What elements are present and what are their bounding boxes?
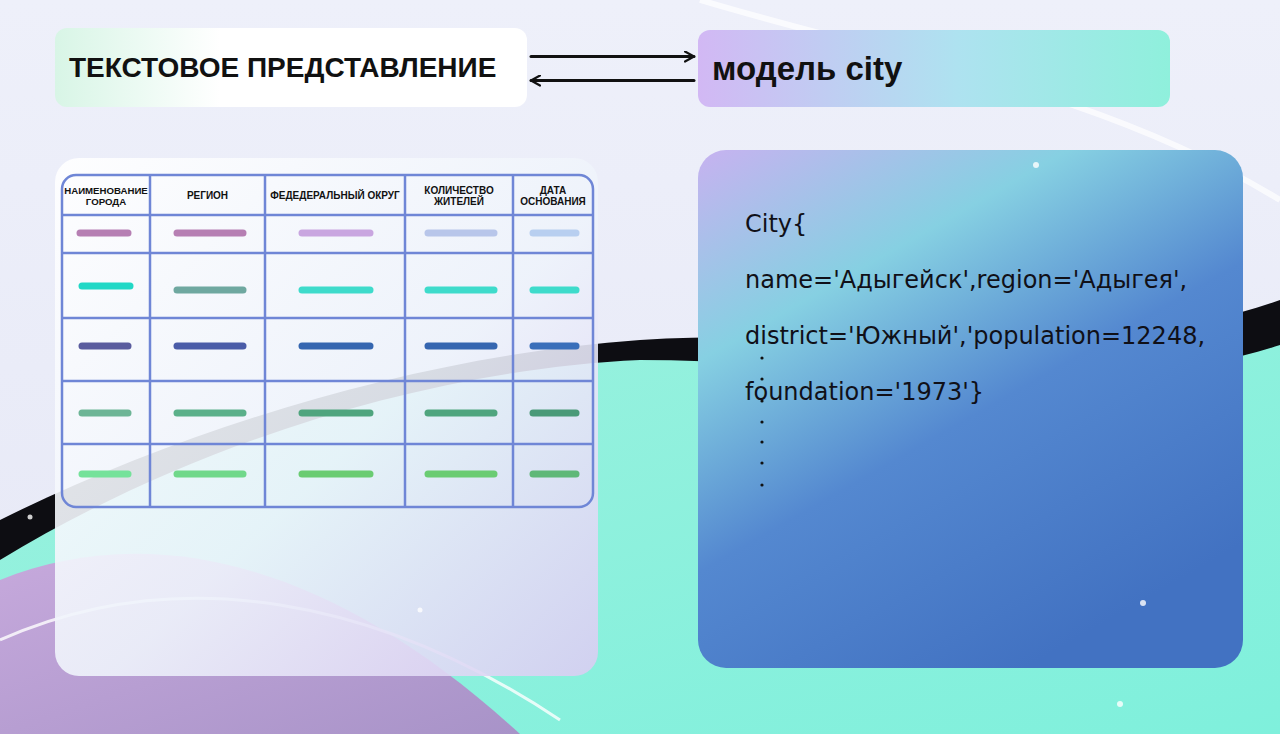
code-text: City{ name='Адыгейск',region='Адыгея', d… — [745, 196, 1225, 420]
table-header-text: ДАТА ОСНОВАНИЯ — [515, 185, 591, 207]
table-header-text: КОЛИЧЕСТВО ЖИТЕЛЕЙ — [407, 185, 511, 207]
table-header-text: РЕГИОН — [187, 190, 228, 201]
table-header-cell: НАИМЕНОВАНИЕ ГОРОДА — [62, 177, 150, 214]
continuation-dots — [760, 356, 763, 486]
header-box: ТЕКСТОВОЕ ПРЕДСТАВЛЕНИЕ — [55, 28, 527, 107]
header-text: модель city — [712, 50, 902, 88]
exchange-arrow — [531, 79, 694, 82]
table-header-cell: ДАТА ОСНОВАНИЯ — [513, 177, 593, 214]
table-header-text: НАИМЕНОВАНИЕ ГОРОДА — [64, 185, 148, 207]
cell-dashes — [80, 233, 576, 474]
exchange-arrow — [531, 55, 694, 58]
table-header-cell: ФЕДЕДЕРАЛЬНЫЙ ОКРУГ — [265, 177, 405, 214]
table-header-cell: КОЛИЧЕСТВО ЖИТЕЛЕЙ — [405, 177, 513, 214]
code-block: City{ name='Адыгейск',region='Адыгея', d… — [745, 196, 1225, 424]
header-box: модель city — [698, 30, 1170, 107]
header-text: ТЕКСТОВОЕ ПРЕДСТАВЛЕНИЕ — [69, 52, 496, 84]
table-header-cell: РЕГИОН — [150, 177, 265, 214]
table-grid — [62, 175, 593, 507]
table-header-text: ФЕДЕДЕРАЛЬНЫЙ ОКРУГ — [270, 190, 399, 201]
